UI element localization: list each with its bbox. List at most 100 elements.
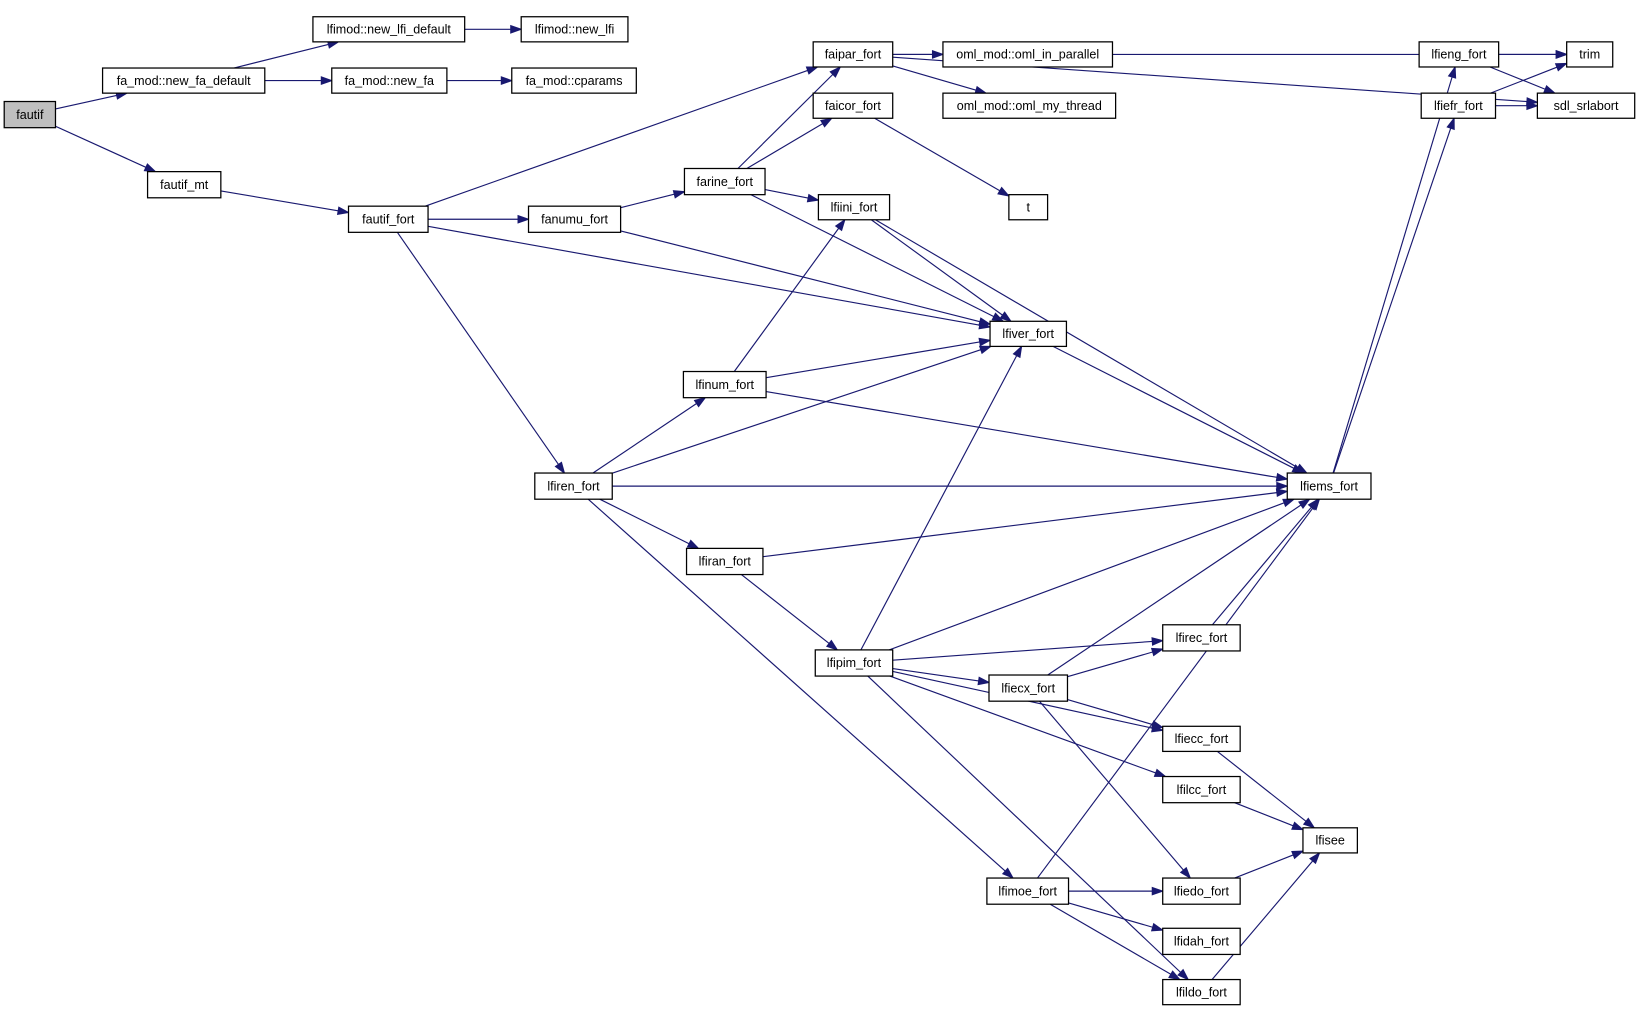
node-oml-my-thread[interactable]: oml_mod::oml_my_thread [942, 92, 1117, 119]
node-label: fa_mod::cparams [526, 74, 623, 88]
node-lfisee[interactable]: lfisee [1302, 827, 1359, 854]
node-new-lfi-default[interactable]: lfimod::new_lfi_default [312, 16, 466, 43]
node-fautif-mt[interactable]: fautif_mt [146, 171, 222, 199]
arrowhead-icon [517, 214, 531, 224]
node-label: oml_mod::oml_my_thread [957, 99, 1102, 113]
node-lfiedo-fort[interactable]: lfiedo_fort [1162, 877, 1241, 905]
edge-lfiecx-fort-to-lfiedo-fort [1038, 700, 1184, 871]
node-box [146, 171, 222, 199]
arrowhead-icon [500, 76, 514, 85]
arrowhead-icon [1150, 647, 1165, 657]
arrowhead-icon [820, 117, 834, 128]
node-fautif-fort[interactable]: fautif_fort [347, 205, 429, 233]
arrowhead-icon [554, 461, 566, 475]
node-box [1008, 194, 1049, 221]
edge-lfiini-fort-to-lfiems-fort [875, 219, 1299, 469]
arrowhead-icon [978, 337, 992, 347]
node-new-fa[interactable]: fa_mod::new_fa [331, 67, 448, 94]
edge-fautif-fort-to-faipar-fort [424, 69, 808, 207]
arrowhead-icon [320, 76, 334, 85]
edge-fautif-to-new-fa-default [55, 94, 117, 110]
arrowhead-icon [1309, 497, 1321, 511]
node-oml-in-parallel[interactable]: oml_mod::oml_in_parallel [942, 41, 1114, 68]
edge-lfipim-fort-to-lfiecx-fort [892, 667, 979, 682]
node-fanumu-fort[interactable]: fanumu_fort [527, 205, 622, 233]
node-lfiren-fort[interactable]: lfiren_fort [534, 472, 613, 500]
edge-lfipim-fort-to-lfirec-fort [892, 640, 1153, 661]
node-faipar-fort[interactable]: faipar_fort [812, 41, 894, 68]
node-box [1420, 92, 1497, 119]
node-label: faicor_fort [825, 99, 881, 113]
node-lfiefr-fort[interactable]: lfiefr_fort [1420, 92, 1497, 119]
edge-lfimoe-fort-to-lfildo-fort [1049, 903, 1172, 975]
arrowhead-icon [1554, 62, 1569, 72]
node-label: lfiems_fort [1300, 479, 1358, 493]
node-lfiran-fort[interactable]: lfiran_fort [685, 547, 764, 576]
node-box [3, 100, 57, 129]
node-lfirec-fort[interactable]: lfirec_fort [1162, 624, 1241, 652]
node-box [1536, 92, 1636, 119]
node-box [812, 92, 894, 119]
arrowhead-icon [1275, 488, 1289, 498]
node-box [1162, 775, 1241, 804]
node-trim[interactable]: trim [1566, 41, 1614, 68]
edge-farine-fort-to-faicor-fort [746, 123, 824, 169]
node-box [331, 67, 448, 94]
edge-fautif-fort-to-lfiren-fort [396, 232, 559, 465]
edge-farine-fort-to-lfiini-fort [764, 189, 809, 199]
node-box [986, 877, 1070, 905]
node-label: lfimod::new_lfi_default [327, 22, 452, 36]
node-lfiecc-fort[interactable]: lfiecc_fort [1162, 725, 1241, 753]
edge-faicor-fort-to-t [874, 117, 1001, 192]
node-t[interactable]: t [1008, 194, 1049, 221]
arrowhead-icon [978, 345, 993, 355]
edge-lfilcc-fort-to-lfisee [1234, 802, 1294, 827]
edge-lfiedo-fort-to-lfisee [1234, 854, 1294, 879]
node-new-lfi[interactable]: lfimod::new_lfi [520, 16, 629, 43]
node-label: lfimoe_fort [998, 884, 1057, 898]
node-lfiems-fort[interactable]: lfiems_fort [1286, 472, 1372, 500]
node-lfilcc-fort[interactable]: lfilcc_fort [1162, 775, 1241, 804]
node-box [1162, 877, 1241, 905]
arrowhead-icon [1179, 866, 1192, 880]
edge-lfiecx-fort-to-lfirec-fort [1067, 651, 1153, 678]
edge-lfiran-fort-to-lfiems-fort [762, 492, 1277, 558]
node-label: fautif_fort [362, 212, 415, 226]
arrowhead-icon [1446, 116, 1455, 131]
edge-lfiecx-fort-to-lfiecc-fort [1067, 699, 1153, 726]
arrowhead-icon [672, 190, 686, 199]
node-label: fa_mod::new_fa [345, 74, 434, 88]
node-box [1286, 472, 1372, 500]
arrowhead-icon [999, 311, 1013, 323]
node-lfipim-fort[interactable]: lfipim_fort [814, 649, 894, 677]
node-lfieng-fort[interactable]: lfieng_fort [1418, 41, 1500, 68]
node-sdl-srlabort[interactable]: sdl_srlabort [1536, 92, 1636, 119]
edge-lfiems-fort-to-lfieng-fort [1332, 76, 1453, 474]
node-lfiini-fort[interactable]: lfiini_fort [817, 194, 891, 221]
arrowhead-icon [978, 317, 992, 326]
node-label: lfirec_fort [1176, 631, 1228, 645]
arrowhead-icon [1001, 867, 1015, 880]
node-lfinum-fort[interactable]: lfinum_fort [682, 370, 767, 399]
node-box [988, 674, 1069, 702]
node-fautif[interactable]: fautif [3, 100, 57, 129]
arrowhead-icon [1543, 84, 1557, 94]
node-label: lfiini_fort [831, 200, 878, 214]
node-lfiver-fort[interactable]: lfiver_fort [989, 320, 1068, 348]
node-faicor-fort[interactable]: faicor_fort [812, 92, 894, 119]
node-lfildo-fort[interactable]: lfildo_fort [1162, 978, 1241, 1006]
arrowhead-icon [1150, 720, 1165, 729]
node-lfidah-fort[interactable]: lfidah_fort [1162, 927, 1241, 956]
node-cparams[interactable]: fa_mod::cparams [511, 67, 637, 94]
node-label: faipar_fort [825, 48, 882, 62]
arrowhead-icon [1291, 821, 1305, 831]
node-lfiecx-fort[interactable]: lfiecx_fort [988, 674, 1069, 702]
node-new-fa-default[interactable]: fa_mod::new_fa_default [101, 67, 266, 94]
node-label: lfisee [1316, 834, 1345, 848]
node-box [942, 41, 1114, 68]
node-label: lfiran_fort [699, 555, 752, 569]
node-box [527, 205, 622, 233]
node-box [814, 649, 894, 677]
node-farine-fort[interactable]: farine_fort [683, 167, 766, 196]
node-lfimoe-fort[interactable]: lfimoe_fort [986, 877, 1070, 905]
